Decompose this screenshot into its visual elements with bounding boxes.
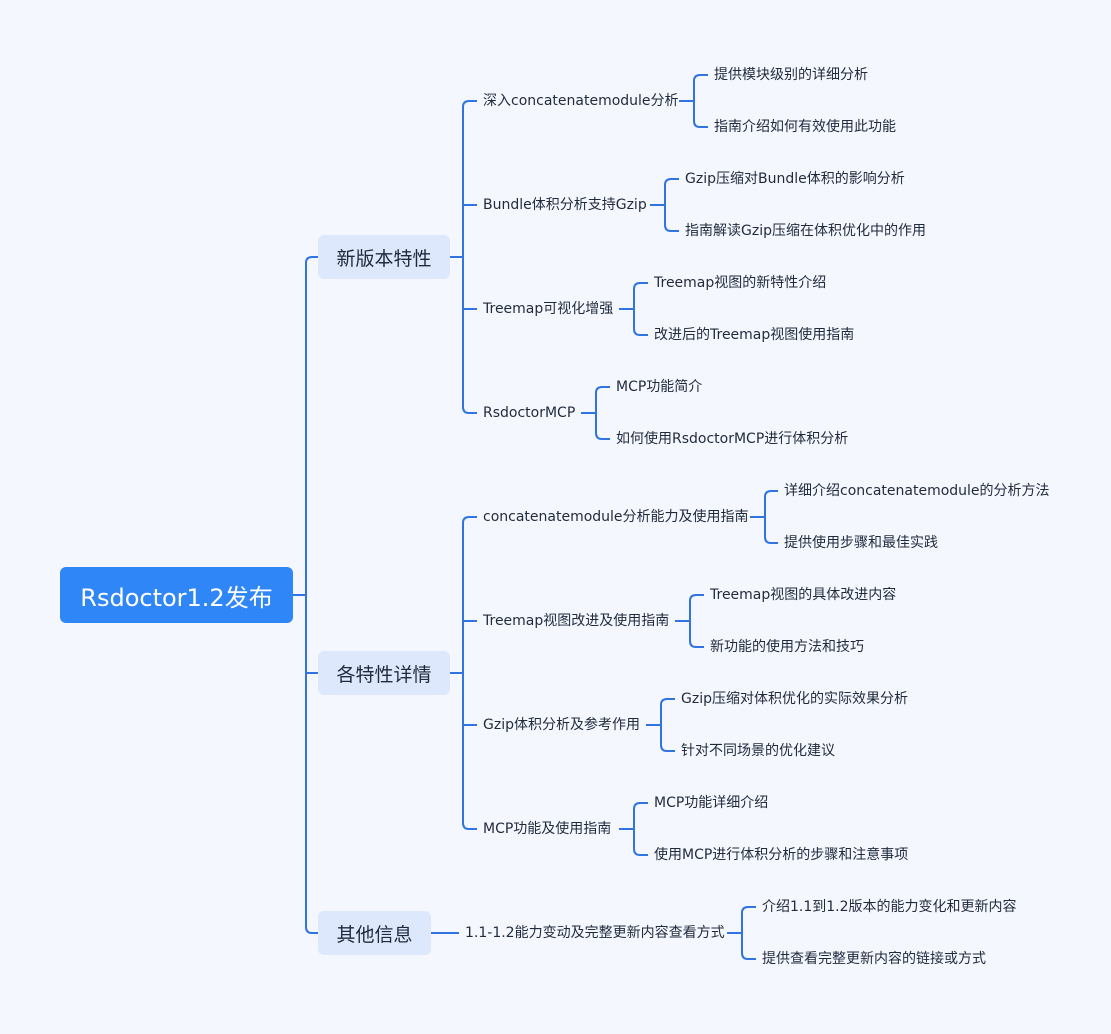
connector <box>595 386 610 440</box>
topic-gzip-reference[interactable]: Gzip体积分析及参考作用 <box>483 717 640 733</box>
leaf-concat-practice[interactable]: 提供使用步骤和最佳实践 <box>784 535 938 551</box>
branch-other-info[interactable]: 其他信息 <box>318 911 431 955</box>
root-node[interactable]: Rsdoctor1.2发布 <box>60 567 293 623</box>
connector <box>741 906 756 960</box>
connector <box>689 594 704 648</box>
topic-version-changes[interactable]: 1.1-1.2能力变动及完整更新内容查看方式 <box>465 925 725 941</box>
branch-feature-details[interactable]: 各特性详情 <box>318 651 450 695</box>
connector <box>305 256 318 934</box>
topic-rsdoctor-mcp[interactable]: RsdoctorMCP <box>483 405 576 421</box>
leaf-mcp-detail[interactable]: MCP功能详细介绍 <box>654 795 769 811</box>
leaf-gzip-advice[interactable]: 针对不同场景的优化建议 <box>681 743 835 759</box>
leaf-gzip-effect[interactable]: Gzip压缩对体积优化的实际效果分析 <box>681 691 908 707</box>
connector <box>693 74 708 128</box>
leaf-mcp-usage[interactable]: 如何使用RsdoctorMCP进行体积分析 <box>616 431 849 447</box>
branch-new-features[interactable]: 新版本特性 <box>318 235 450 279</box>
leaf-mcp-intro[interactable]: MCP功能简介 <box>616 379 703 395</box>
leaf-mcp-steps[interactable]: 使用MCP进行体积分析的步骤和注意事项 <box>654 847 909 863</box>
topic-treemap-guide[interactable]: Treemap视图改进及使用指南 <box>483 613 670 629</box>
connector <box>633 802 648 856</box>
connector <box>664 178 679 232</box>
topic-bundle-gzip[interactable]: Bundle体积分析支持Gzip <box>483 197 647 213</box>
leaf-version-link[interactable]: 提供查看完整更新内容的链接或方式 <box>762 951 986 967</box>
leaf-module-detail[interactable]: 提供模块级别的详细分析 <box>714 67 868 83</box>
connector <box>462 100 477 414</box>
leaf-treemap-new[interactable]: Treemap视图的新特性介绍 <box>654 275 827 291</box>
connector <box>660 698 675 752</box>
leaf-gzip-role[interactable]: 指南解读Gzip压缩在体积优化中的作用 <box>685 223 926 239</box>
connector <box>462 516 477 830</box>
leaf-module-guide[interactable]: 指南介绍如何有效使用此功能 <box>714 119 896 135</box>
leaf-treemap-improvements[interactable]: Treemap视图的具体改进内容 <box>710 587 897 603</box>
topic-concatenatemodule-analysis[interactable]: 深入concatenatemodule分析 <box>483 93 679 109</box>
topic-treemap-enhance[interactable]: Treemap可视化增强 <box>483 301 614 317</box>
connector <box>633 282 648 336</box>
leaf-treemap-tips[interactable]: 新功能的使用方法和技巧 <box>710 639 864 655</box>
topic-concatenatemodule-guide[interactable]: concatenatemodule分析能力及使用指南 <box>483 509 749 525</box>
connector <box>764 490 778 544</box>
leaf-gzip-impact[interactable]: Gzip压缩对Bundle体积的影响分析 <box>685 171 905 187</box>
topic-mcp-guide[interactable]: MCP功能及使用指南 <box>483 821 612 837</box>
leaf-treemap-usage[interactable]: 改进后的Treemap视图使用指南 <box>654 327 855 343</box>
leaf-concat-method[interactable]: 详细介绍concatenatemodule的分析方法 <box>784 483 1050 499</box>
leaf-version-intro[interactable]: 介绍1.1到1.2版本的能力变化和更新内容 <box>762 899 1017 915</box>
